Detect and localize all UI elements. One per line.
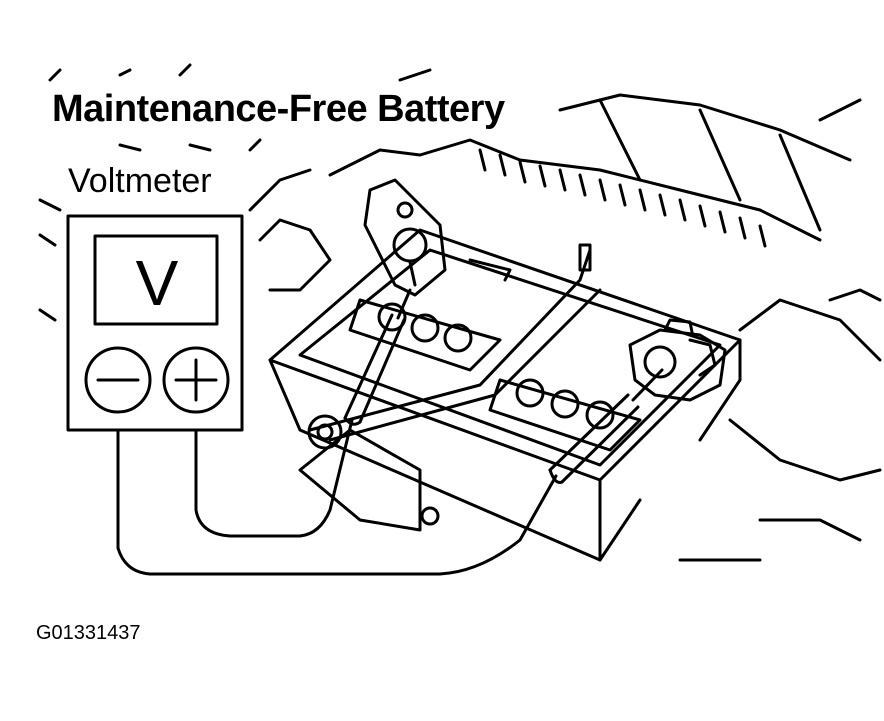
negative-probe <box>343 288 412 426</box>
battery-body <box>268 228 742 562</box>
plus-icon <box>174 358 218 402</box>
voltmeter <box>66 214 244 432</box>
voltmeter-display-symbol: V <box>136 247 179 319</box>
engine-bay-outline <box>38 63 882 562</box>
positive-battery-terminal <box>628 318 727 402</box>
diagram-title: Maintenance-Free Battery <box>52 88 505 130</box>
voltmeter-display <box>93 234 219 326</box>
figure-id: G01331437 <box>36 622 141 644</box>
negative-battery-terminal <box>363 178 447 297</box>
voltmeter-label: Voltmeter <box>68 162 212 200</box>
battery-hold-down <box>298 243 602 532</box>
positive-test-lead <box>194 418 354 538</box>
positive-probe <box>548 368 664 484</box>
negative-test-lead <box>116 418 558 576</box>
